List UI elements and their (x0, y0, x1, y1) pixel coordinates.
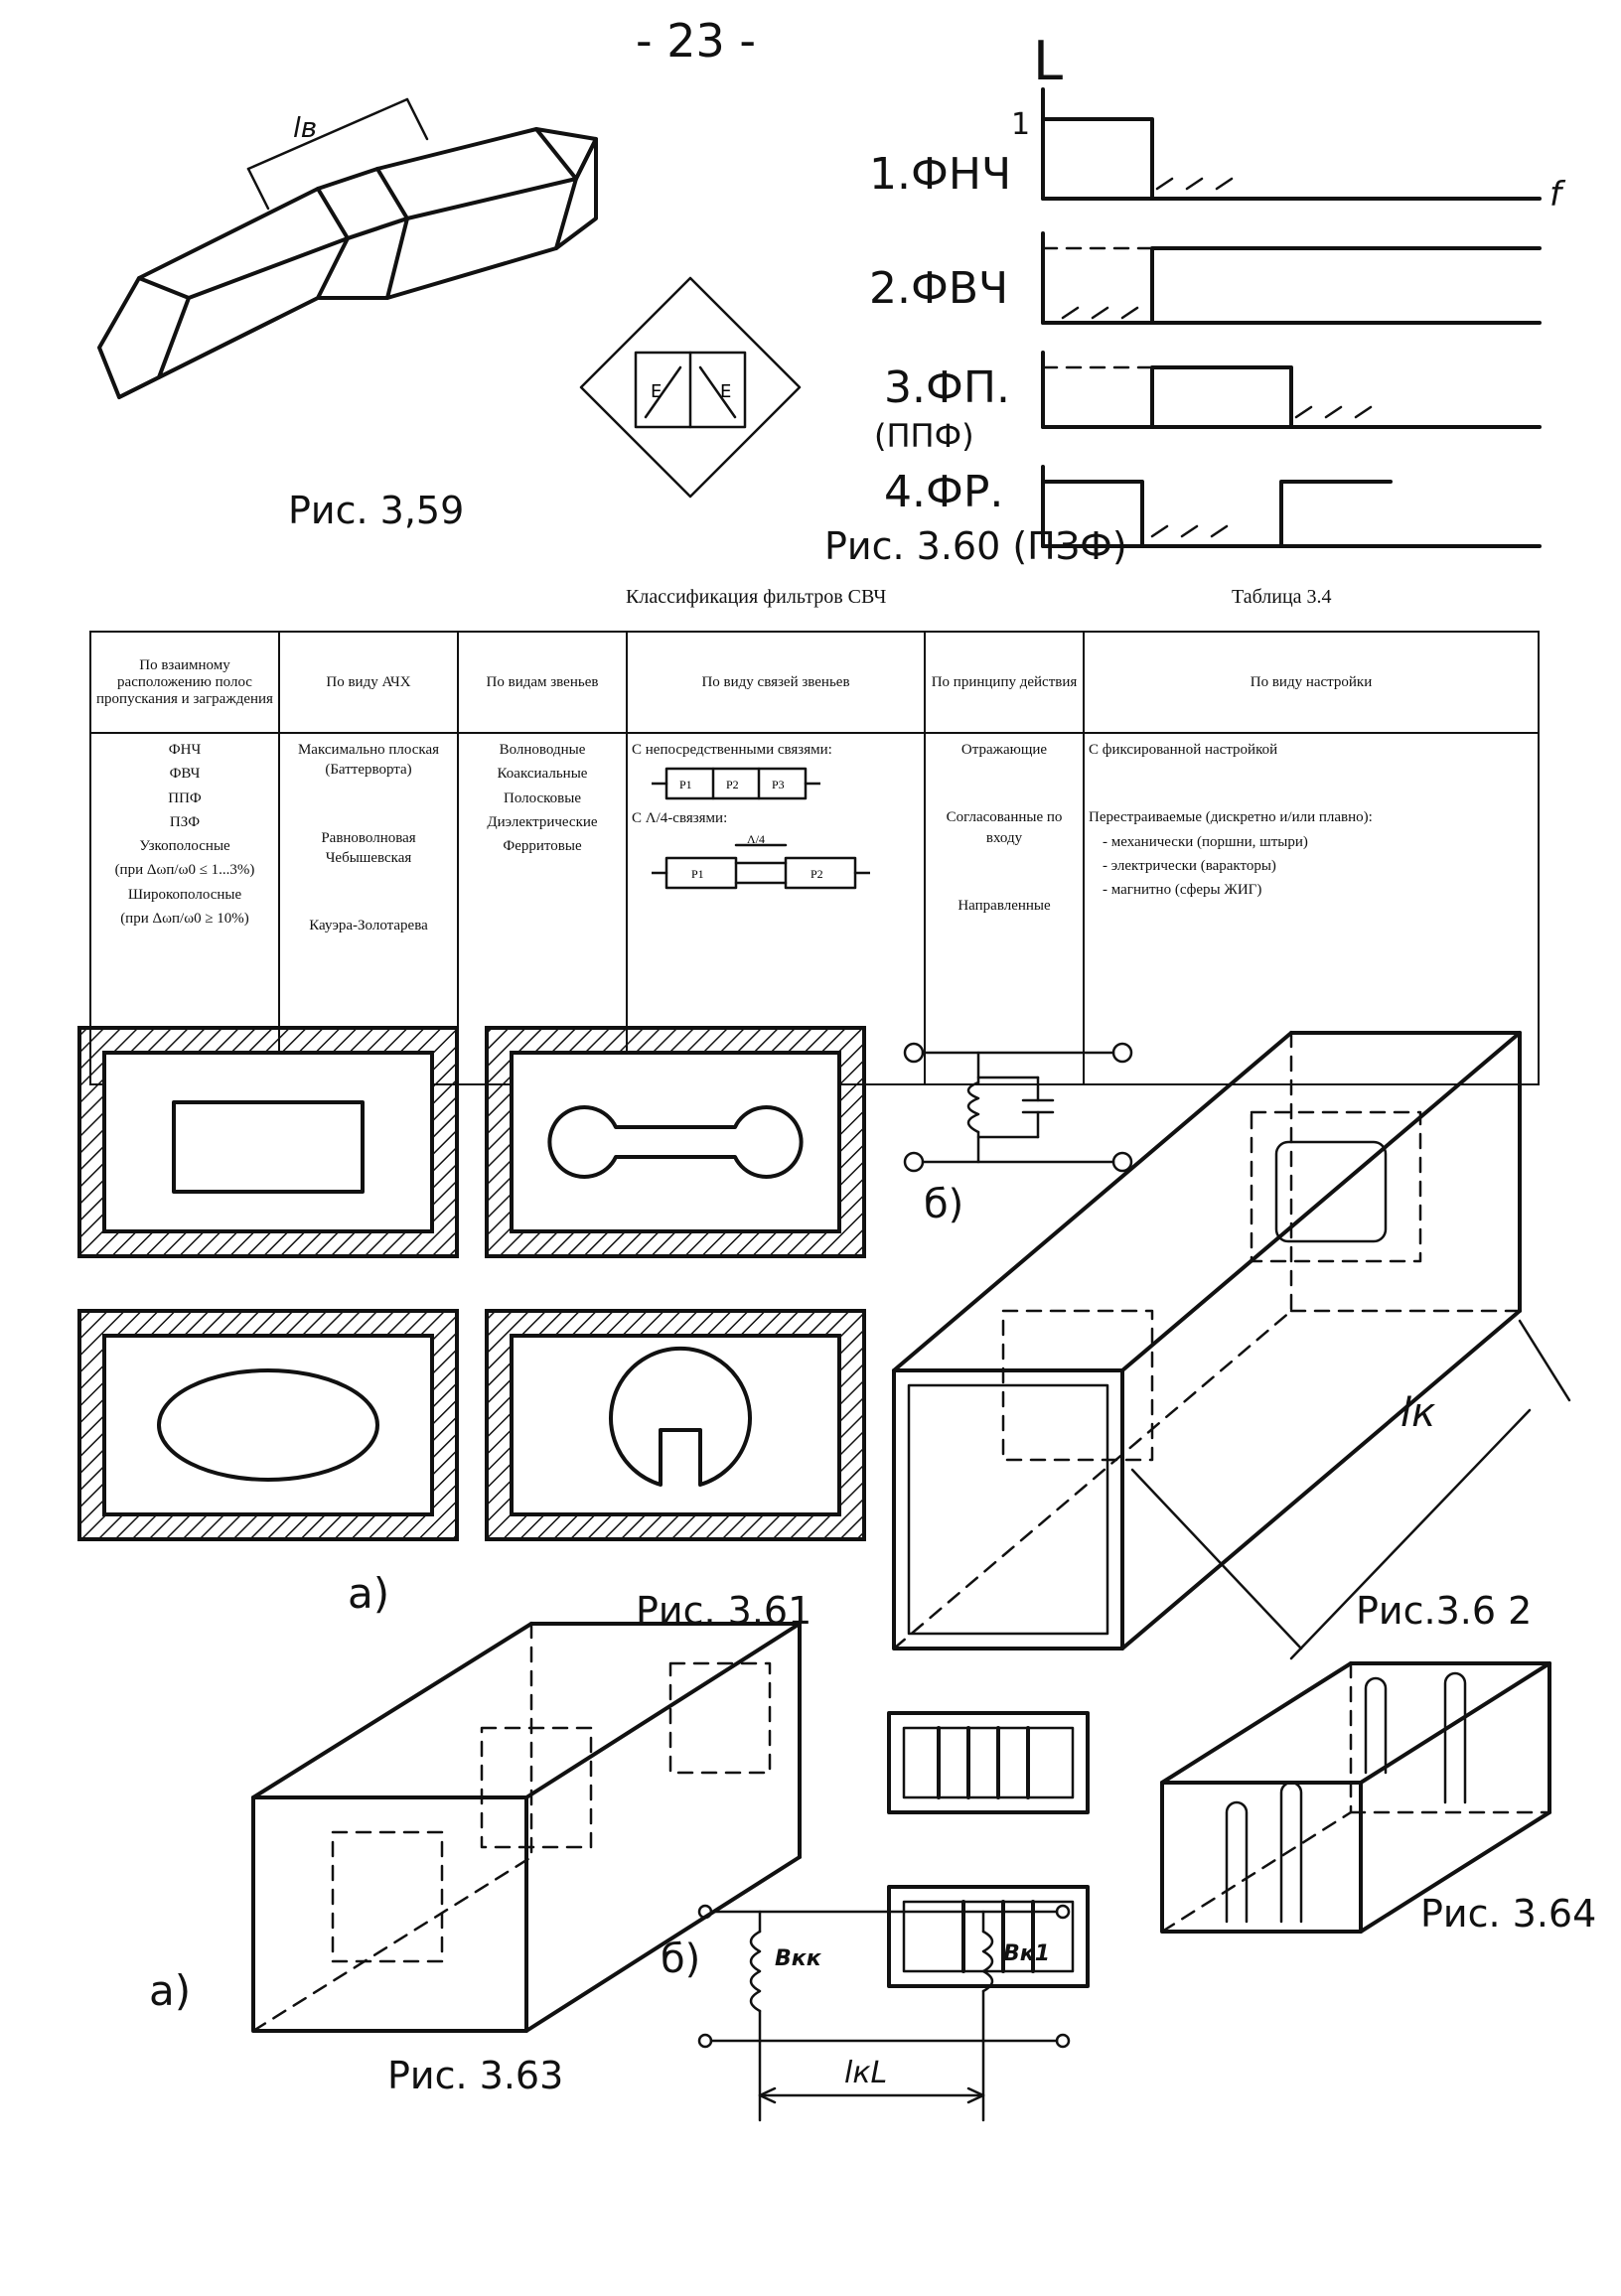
header-coupling-type: По виду связей звеньев (626, 631, 926, 734)
table-title: Классификация фильтров СВЧ (626, 586, 887, 608)
quarter-wave-coupling-diagram: Λ/4 P1 P2 (650, 832, 872, 889)
cell-text: С непосредственными связями: (632, 742, 832, 758)
twisted-waveguide-drawing (97, 97, 598, 399)
cell-text: Коаксиальные (497, 766, 588, 783)
cell-text: Равноволновая Чебышевская (321, 829, 416, 866)
diaphragm-circle-slot-window (485, 1309, 866, 1541)
diaphragm-set (77, 1026, 866, 1541)
coupling-length-label: lкL (844, 2056, 888, 2090)
inductance-label-2: Вк1 (1003, 1941, 1051, 1966)
cell-text: С фиксированной настройкой (1089, 742, 1278, 758)
block-label: P1 (679, 778, 692, 791)
cell-text: Широкополосные (127, 886, 242, 903)
fig-3-59-caption: Рис. 3,59 (288, 489, 465, 532)
header-tuning-type: По виду настройки (1083, 631, 1540, 734)
cell-text: Диэлектрические (487, 813, 598, 830)
fig-3-63-caption: Рис. 3.63 (387, 2054, 564, 2097)
tuning-item: механически (поршни, штыри) (1110, 833, 1308, 850)
field-label-e-right: E (720, 381, 731, 402)
cell-text: Согласованные по входу (946, 809, 1063, 846)
header-operating-principle: По принципу действия (924, 631, 1085, 734)
fig-3-61-label-a: а) (348, 1569, 390, 1618)
cell-text: Направленные (958, 897, 1051, 914)
diaphragm-dumbbell-window (485, 1026, 866, 1258)
graph-row-bpf-sub: (ППФ) (874, 417, 974, 455)
resonator-length-label: lк (1400, 1390, 1436, 1436)
fig-3-63-label-b: б) (661, 1937, 701, 1982)
fig-3-63-label-a: а) (149, 1966, 192, 2015)
header-band-arrangement: По взаимному расположению полос пропуска… (89, 631, 280, 734)
lambda-label: Λ/4 (747, 833, 765, 846)
cell-text: Отражающие (960, 742, 1048, 758)
block-label: P3 (772, 778, 785, 791)
field-label-e-left: E (651, 381, 662, 402)
graph-row-hpf: 2.ФВЧ (869, 263, 1009, 314)
graph-row-bsf: 4.ФР. (884, 467, 1004, 517)
cell-text: Полосковые (504, 789, 581, 806)
cell-text: С Λ/4-связями: (632, 810, 728, 827)
header-response-type: По виду АЧХ (278, 631, 459, 734)
table-header-row: По взаимному расположению полос пропуска… (89, 631, 1540, 734)
filter-response-graphs (1041, 87, 1542, 548)
cell-text: ПЗФ (169, 813, 201, 830)
cell-text: - магнитно (сферы ЖИГ) (1103, 882, 1262, 898)
block-label: P2 (726, 778, 739, 791)
header-link-type: По видам звеньев (457, 631, 628, 734)
diaphragm-ellipse-window (77, 1309, 459, 1541)
cell-operating-principle: Отражающие Согласованные по входу Направ… (924, 732, 1085, 1085)
cell-text: ФНЧ (168, 742, 202, 758)
graph-row-lpf: 1.ФНЧ (869, 149, 1012, 200)
fig-3-64-caption: Рис. 3.64 (1420, 1892, 1597, 1936)
coupled-resonators-box (251, 1622, 802, 2033)
shunt-inductance-circuit (697, 1904, 1071, 2122)
lc-circuit (903, 1042, 1133, 1173)
cell-text: Ферритовые (503, 838, 582, 854)
direct-coupling-diagram: P1 P2 P3 (650, 768, 822, 800)
cell-text: - механически (поршни, штыри) (1103, 833, 1308, 850)
fig-3-61-label-b: б) (924, 1182, 964, 1227)
block-label: P2 (810, 867, 823, 881)
page-number: - 23 - (636, 14, 756, 68)
tuning-item: магнитно (сферы ЖИГ) (1110, 882, 1262, 898)
cell-text: Волноводные (499, 742, 586, 758)
inductance-label-1: Вкк (775, 1946, 821, 1971)
block-label: P1 (691, 867, 704, 881)
cell-text: Узкополосные (139, 838, 230, 854)
table-number: Таблица 3.4 (1232, 586, 1332, 608)
graph-axis-y-label: L (1033, 30, 1064, 92)
fig-3-60-caption: Рис. 3.60 (ПЗФ) (824, 524, 1127, 568)
twisted-length-label: lв (293, 111, 318, 144)
tuning-item: электрически (варакторы) (1110, 857, 1276, 874)
cell-text: - электрически (варакторы) (1103, 857, 1276, 874)
waveguide-resonator (892, 1031, 1571, 1660)
graph-row-bpf: 3.ФП. (884, 362, 1010, 413)
cell-text: ППФ (168, 789, 202, 806)
cell-text: Кауэра-Золотарева (309, 918, 428, 933)
cell-text: (при Δωп/ω0 ≥ 10%) (120, 910, 249, 927)
post-tuned-waveguide (1160, 1661, 1551, 1934)
graph-level-label: 1 (1011, 107, 1031, 142)
diaphragm-rect-window (77, 1026, 459, 1258)
filter-classification-table: По взаимному расположению полос пропуска… (89, 631, 1540, 1085)
fig-3-62-caption: Рис.3.6 2 (1356, 1589, 1533, 1633)
cell-text: (при Δωп/ω0 ≤ 1...3%) (114, 862, 255, 879)
diamond-cross-section: E E (579, 276, 802, 499)
cell-text: ФВЧ (169, 766, 201, 783)
cell-tuning-type: С фиксированной настройкой Перестраиваем… (1083, 732, 1540, 1085)
slotted-cross-sections (887, 1711, 1090, 1988)
cell-text: Перестраиваемые (дискретно и/или плавно)… (1089, 809, 1373, 826)
graph-axis-x-label: f (1549, 175, 1561, 215)
cell-text: Максимально плоская (Баттерворта) (297, 742, 440, 779)
